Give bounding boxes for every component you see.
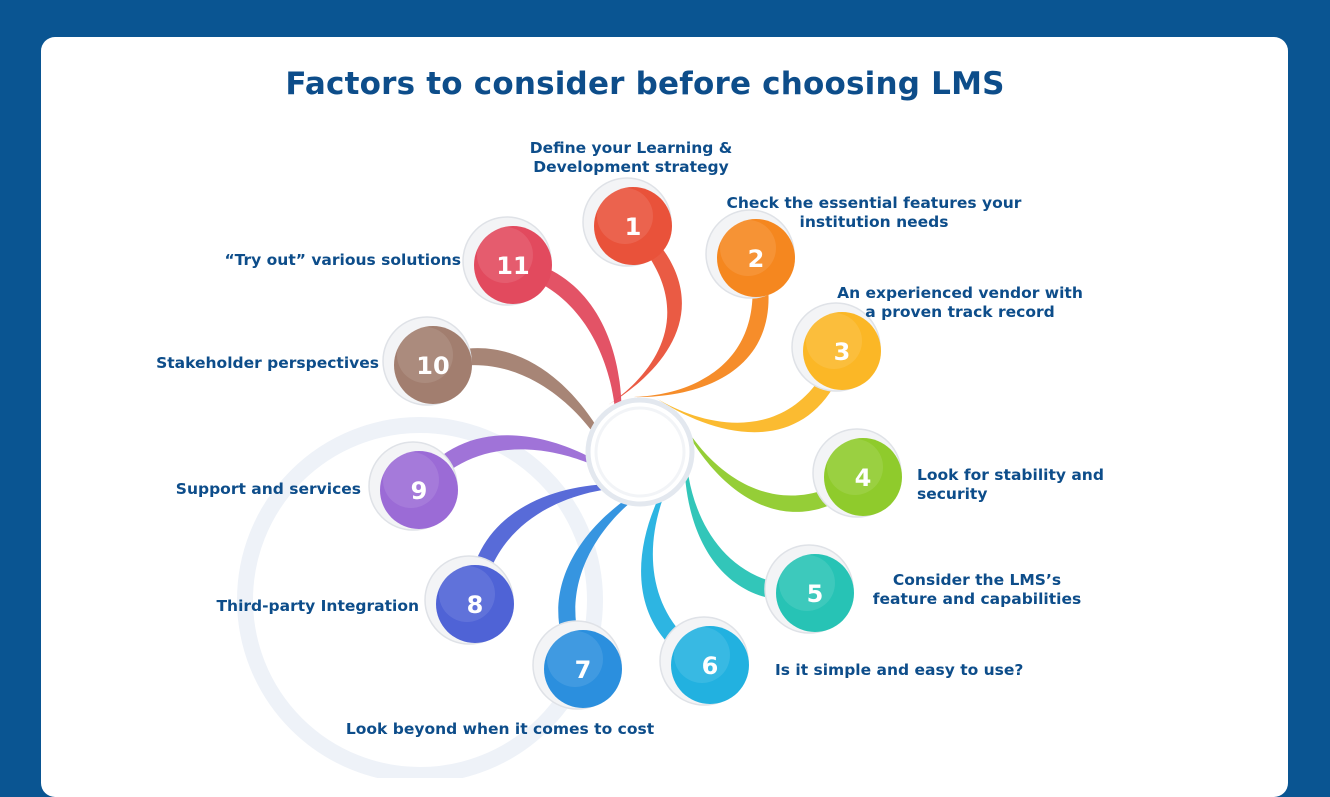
factor-number: 4 <box>855 464 872 492</box>
factor-label-2: Check the essential features your instit… <box>726 194 1022 231</box>
swirl-petal <box>505 259 622 488</box>
factor-node-1: 1 <box>582 177 672 267</box>
factor-circle <box>824 438 902 516</box>
factor-node-5: 5 <box>764 544 854 634</box>
factor-label-6: Is it simple and easy to use? <box>775 661 1024 679</box>
factor-number: 5 <box>807 580 824 608</box>
factor-node-11: 11 <box>462 216 552 306</box>
factor-label-9: Support and services <box>175 480 361 498</box>
factor-number: 9 <box>411 477 428 505</box>
factor-label-10: Stakeholder perspectives <box>156 354 379 372</box>
page-title: Factors to consider before choosing LMS <box>285 66 1005 102</box>
factor-label-5: Consider the LMS’s feature and capabilit… <box>872 571 1082 608</box>
factor-swirl-diagram: 1 2 3 4 5 6 7 8 9 10 11 <box>237 177 902 778</box>
factor-node-7: 7 <box>532 620 622 710</box>
factor-circle <box>717 219 795 297</box>
swirl-petal <box>608 225 682 405</box>
factor-number: 7 <box>575 656 592 684</box>
factor-number: 2 <box>748 245 765 273</box>
factor-node-10: 10 <box>382 316 472 406</box>
factor-circle <box>436 565 514 643</box>
factor-circle <box>671 626 749 704</box>
swirl-petal <box>417 435 652 505</box>
swirl-petal <box>684 428 822 602</box>
factor-number: 11 <box>496 252 529 280</box>
swirl-petal <box>641 450 720 668</box>
factor-node-3: 3 <box>791 302 881 392</box>
factor-number: 3 <box>834 338 851 366</box>
factor-label-4: Look for stability and security <box>917 466 1104 503</box>
factor-number: 10 <box>416 352 449 380</box>
center-hub <box>585 397 695 507</box>
factor-label-3: An experienced vendor with a proven trac… <box>837 284 1083 321</box>
factor-circle <box>394 326 472 404</box>
swirl-petal <box>632 253 769 398</box>
factor-circle <box>544 630 622 708</box>
watermark-ring <box>237 417 603 778</box>
factor-number: 8 <box>467 591 484 619</box>
factor-circle <box>776 554 854 632</box>
factor-label-11: “Try out” various solutions <box>224 251 461 269</box>
factor-node-6: 6 <box>659 616 749 706</box>
factor-circle <box>803 312 881 390</box>
factor-number: 6 <box>702 652 719 680</box>
factor-node-9: 9 <box>368 441 458 531</box>
swirl-petal <box>656 342 847 433</box>
factor-node-8: 8 <box>424 555 514 645</box>
factor-number: 1 <box>625 213 642 241</box>
factor-circle <box>594 187 672 265</box>
factor-label-8: Third-party Integration <box>216 597 419 615</box>
factor-node-4: 4 <box>812 428 902 518</box>
factor-label-7: Look beyond when it comes to cost <box>345 720 655 738</box>
factor-circle <box>474 226 552 304</box>
factor-node-2: 2 <box>705 209 795 299</box>
factor-label-1: Define your Learning & Development strat… <box>529 139 733 176</box>
factor-circle <box>380 451 458 529</box>
swirl-petal <box>468 483 672 612</box>
